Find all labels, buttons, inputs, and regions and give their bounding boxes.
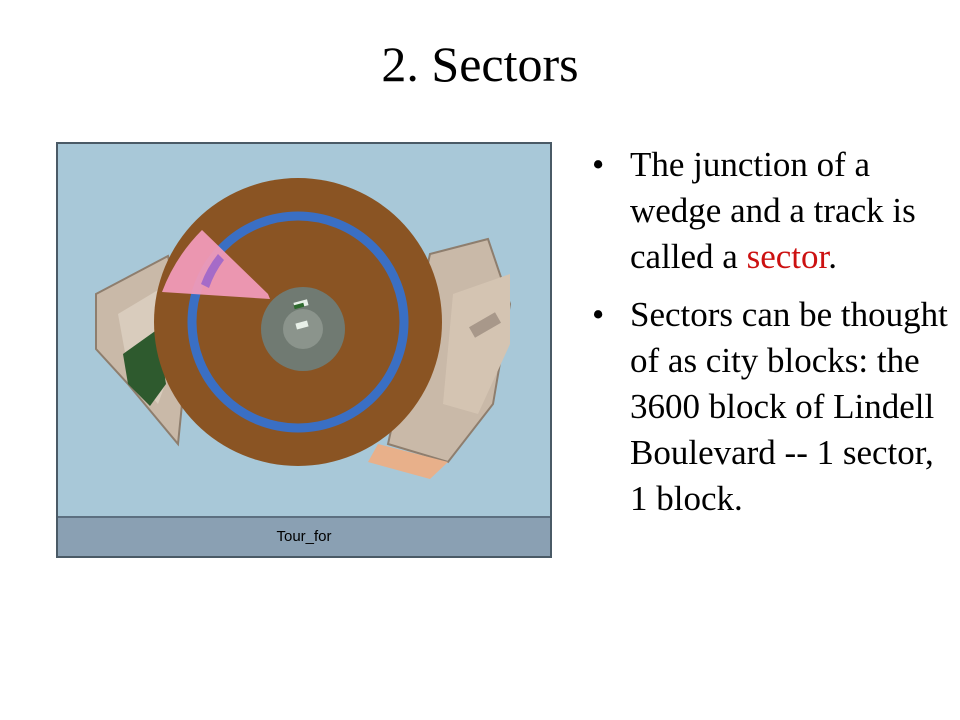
page-title: 2. Sectors <box>381 36 579 92</box>
drive-chassis-bottom <box>368 444 448 479</box>
highlight-term: sector <box>746 237 829 276</box>
spindle-clip-bottom <box>295 320 309 330</box>
figure-caption: Tour_for <box>58 516 550 556</box>
bullet-item: • The junction of a wedge and a track is… <box>592 142 952 280</box>
spindle-center <box>283 309 323 349</box>
bullet-icon: • <box>592 145 605 184</box>
bullet-item: • Sectors can be thought of as city bloc… <box>592 292 952 522</box>
sector-track-overlap <box>201 254 224 288</box>
spindle-clip-green <box>293 302 305 310</box>
circuit-board <box>123 329 166 406</box>
bullet-text-after: . <box>828 237 837 276</box>
bullet-icon: • <box>592 295 605 334</box>
track-ring <box>187 211 409 433</box>
hard-drive-illustration <box>95 178 512 479</box>
hard-drive-image: Tour_for <box>56 142 552 558</box>
bullet-text: Sectors can be thought of as city blocks… <box>630 295 948 518</box>
drive-slot <box>469 312 501 338</box>
bullet-list: • The junction of a wedge and a track is… <box>592 142 952 534</box>
drive-chassis-right-front <box>443 274 510 414</box>
bullet-text-before: The junction of a wedge and a track is c… <box>630 145 916 276</box>
